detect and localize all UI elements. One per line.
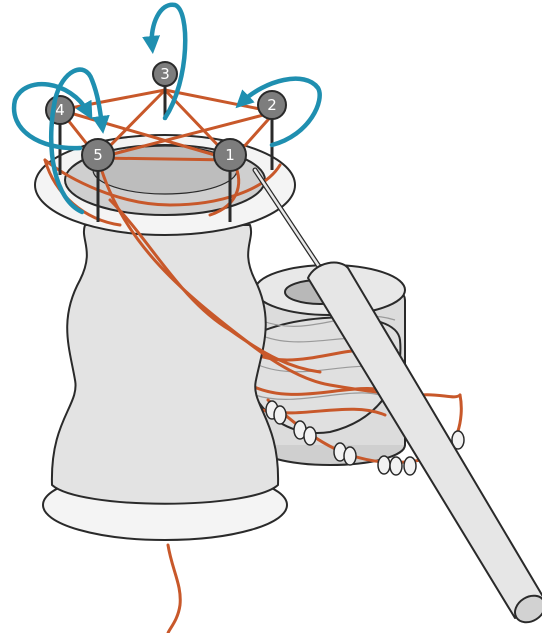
- peg-4-label: 4: [55, 101, 65, 119]
- needle-tool-icon: [252, 167, 542, 624]
- wire-tail: [166, 543, 182, 633]
- peg-3-label: 3: [160, 65, 170, 83]
- peg-2-label: 2: [267, 96, 277, 114]
- peg-5: 5: [81, 138, 115, 222]
- peg-5-label: 5: [93, 146, 103, 164]
- bead-chain-icon: [265, 393, 465, 476]
- peg-1-label: 1: [225, 146, 235, 164]
- peg-3: 3: [152, 61, 178, 120]
- peg-1: 1: [213, 138, 247, 222]
- knitting-spool-body: [34, 134, 296, 541]
- wrap-direction-arrow-icon: [11, 2, 322, 215]
